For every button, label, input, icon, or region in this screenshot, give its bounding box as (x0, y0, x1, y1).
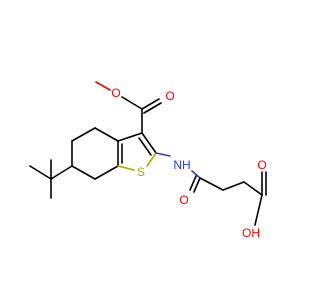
bond-amide-carbon-o (193, 177, 201, 193)
bond-ester-carbon-carbonyl-o-double (143, 102, 162, 114)
atom-label-ester-carbonyl-o: O (165, 89, 174, 103)
bond-s1-c7a (117, 165, 135, 171)
bond-tbutyl-methyl-left (29, 165, 52, 180)
bond-c3-c2 (141, 132, 157, 154)
bonds (29, 81, 267, 226)
atom-label-thiophene-s: S (137, 165, 145, 179)
atom-labels: O O NH S O O OH (111, 86, 266, 240)
atom-label-amide-carbonyl-o: O (179, 193, 188, 207)
bond-tbutyl-to-ring (50, 165, 73, 180)
bond-ether-o-methyl (95, 81, 111, 91)
bond-ch2-ch2 (222, 181, 245, 191)
bond-amide-carbon-ch2 (199, 177, 224, 191)
atom-label-amide-nh: NH (173, 158, 190, 172)
bond-c2-s1 (146, 152, 157, 167)
bond-acid-carbon-oh (254, 194, 263, 226)
bond-ester-carbon-ether-o (121, 96, 143, 110)
bond-ester-carbon-carbonyl-o (141, 98, 160, 110)
bond-c2-nh (155, 152, 171, 157)
bond-c6-c7 (71, 165, 96, 180)
bond-nh-amide-carbon (191, 170, 201, 179)
bond-c4-c3a (94, 127, 119, 142)
bond-amide-carbon-o-double (189, 175, 197, 191)
bond-ch2-acid-carbon (243, 181, 263, 196)
bond-c7-c7a (94, 165, 119, 180)
atom-label-acid-carbonyl-o: O (257, 158, 266, 172)
molecule-structure-diagram: O O NH S O O OH (29, 81, 267, 240)
bond-c3a-c3 (117, 132, 143, 142)
atom-label-ester-ether-o: O (111, 86, 120, 100)
bond-c3-c2-double (138, 137, 152, 156)
bond-c5-c4 (71, 127, 96, 142)
atom-label-acid-oh: OH (242, 226, 260, 240)
